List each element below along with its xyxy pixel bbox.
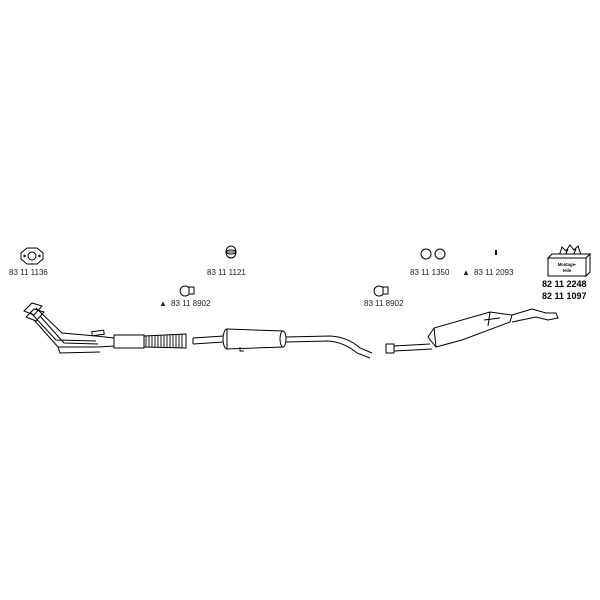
mounting-kit-part-number-1: 82 11 2248 <box>542 279 587 289</box>
flex-joint <box>113 333 187 349</box>
rear-silencer <box>427 311 513 348</box>
clamp-front-marker: ▲ <box>159 299 167 308</box>
clamp-front-part-number: 83 11 8902 <box>171 299 211 308</box>
kit-box-label-line1: Montage- <box>558 262 577 267</box>
gasket-icon <box>20 247 44 265</box>
tail-pipe <box>511 308 559 323</box>
middle-silencer <box>222 328 287 352</box>
mounting-kit-part-number-2: 82 11 1097 <box>542 291 587 301</box>
gasket-part-number: 83 11 1136 <box>9 268 48 277</box>
clamp-icon <box>373 285 389 297</box>
bolt-part-number: 83 11 2093 <box>474 268 514 277</box>
bolt-marker: ▲ <box>462 268 470 277</box>
clamp-icon <box>179 285 195 297</box>
seal-ring-icon <box>225 245 237 259</box>
mounting-kit-box-icon: Montage- teile <box>546 244 592 278</box>
rubber-ring-icon <box>420 248 446 260</box>
rear-pipe-lower <box>285 340 371 359</box>
rear-silencer-inlet <box>385 343 433 354</box>
bolt-icon <box>495 250 497 255</box>
kit-box-label-line2: teile <box>563 268 572 273</box>
rear-pipe <box>285 335 373 354</box>
rubber-rings-part-number: 83 11 1350 <box>410 268 450 277</box>
intermediate-pipe <box>192 335 225 345</box>
clamp-rear-part-number: 83 11 8902 <box>364 299 404 308</box>
front-pipe-manifold <box>23 302 115 354</box>
seal-ring-part-number: 83 11 1121 <box>207 268 246 277</box>
